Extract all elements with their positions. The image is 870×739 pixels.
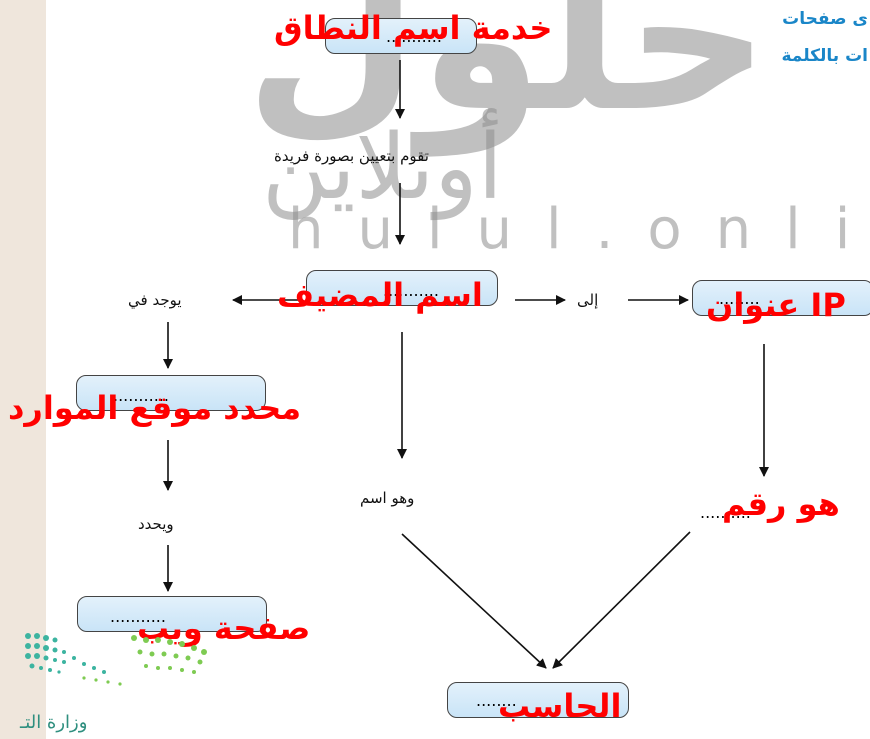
label-found-in: يوجد في xyxy=(128,291,182,309)
arrow-number-to-computer xyxy=(552,531,691,669)
ministry-logo-icon xyxy=(25,633,207,686)
answer-web-page: صفحة ويب xyxy=(137,609,311,647)
label-to: إلى xyxy=(577,291,599,309)
node-computer: ........ xyxy=(447,682,629,718)
top-right-line-2: ات بالكلمة xyxy=(781,46,868,66)
answer-computer: الحاسب xyxy=(498,687,622,725)
node-ip-address-dots: ........ xyxy=(719,289,760,308)
answer-domain-service: خدمة اسم النطاق xyxy=(274,9,553,47)
node-web-page: ........... xyxy=(77,596,267,632)
top-right-line-1: ى صفحات xyxy=(782,9,868,29)
answer-ip-address: عنوان IP xyxy=(706,286,846,324)
node-web-page-dots: ........... xyxy=(110,607,166,626)
label-and-specifies: ويحدد xyxy=(138,515,174,533)
answer-is-number: هو رقم xyxy=(722,485,840,523)
label-is-number-dots: .......... xyxy=(700,503,751,522)
label-it-is-a-name: وهو اسم xyxy=(360,489,415,507)
side-strip xyxy=(0,0,46,739)
node-url: ........... xyxy=(76,375,266,411)
node-host-name: ........... xyxy=(306,270,498,306)
arrow-name-to-computer xyxy=(401,533,547,669)
node-computer-dots: ........ xyxy=(476,691,517,710)
node-domain-service: ........... xyxy=(325,18,477,54)
ministry-name: وزارة التـ xyxy=(20,712,88,733)
node-ip-address: ........ xyxy=(692,280,870,316)
node-url-dots: ........... xyxy=(113,386,169,405)
node-domain-service-dots: ........... xyxy=(386,27,442,46)
answer-host-name: اسم المضيف xyxy=(277,276,483,314)
answer-url: محدد موقع الموارد xyxy=(8,389,302,427)
node-host-name-dots: ........... xyxy=(383,281,439,300)
label-assigns-unique: تقوم بتعيين بصورة فريدة xyxy=(274,147,429,165)
